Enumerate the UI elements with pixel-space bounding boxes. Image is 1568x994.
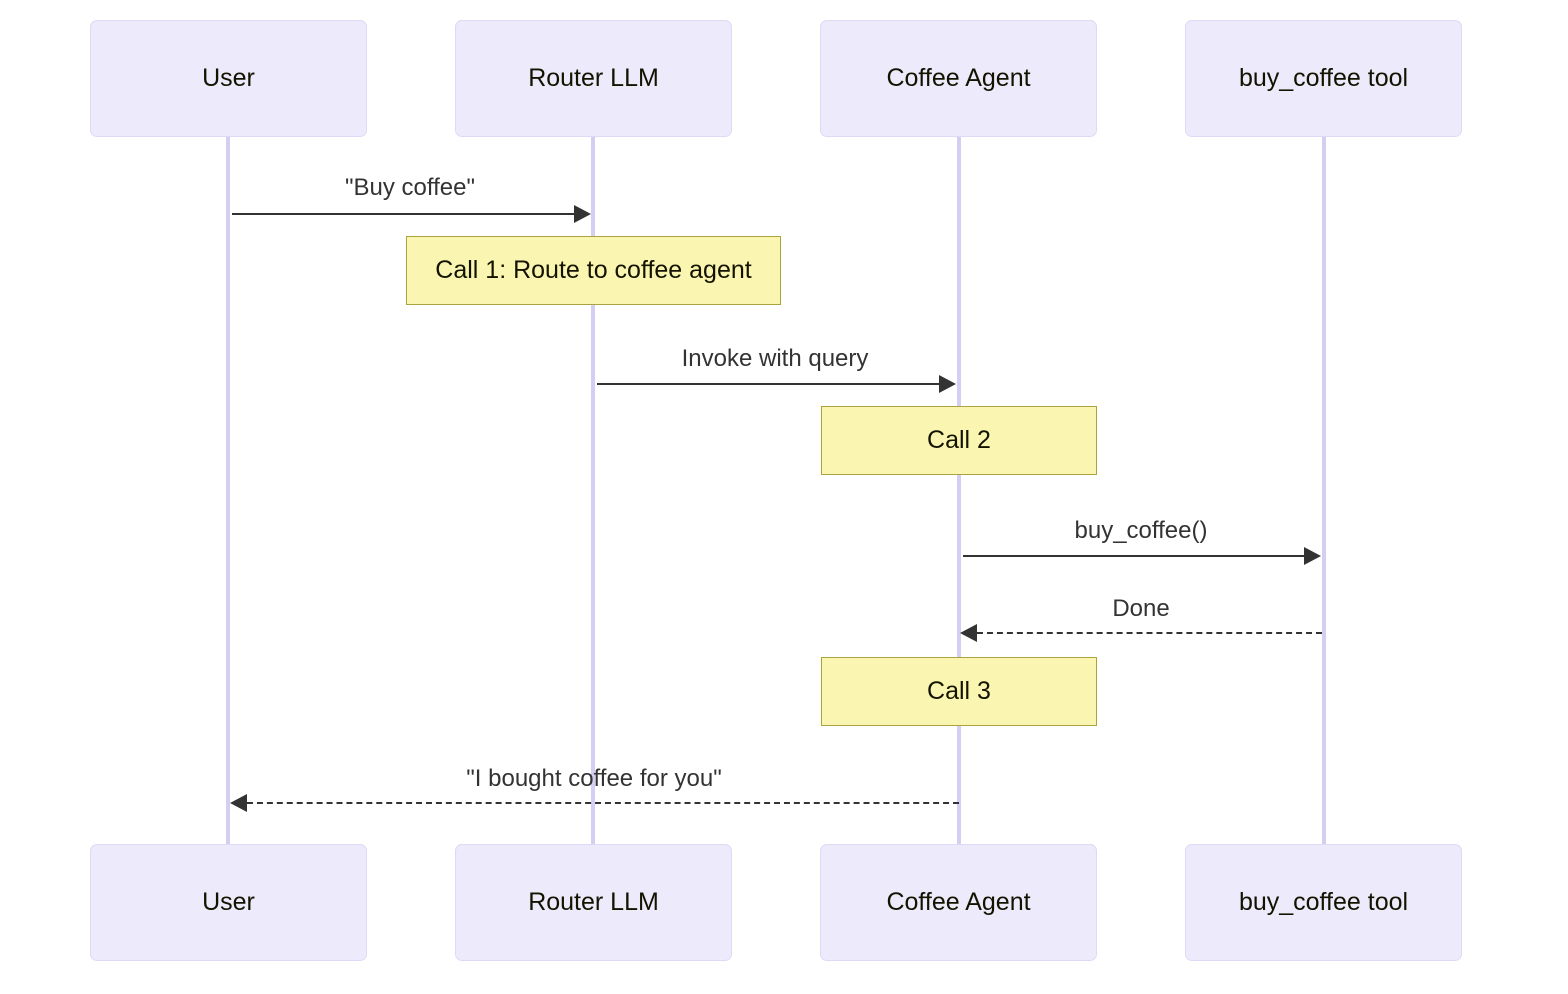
participant-buy-coffee-tool-bottom[interactable]: buy_coffee tool	[1185, 844, 1462, 961]
participant-label: buy_coffee tool	[1238, 64, 1409, 92]
message-line-buy-coffee	[232, 213, 574, 215]
message-label-invoke-with-query: Invoke with query	[681, 345, 869, 372]
message-line-i-bought-coffee	[247, 802, 959, 804]
participant-label: Coffee Agent	[886, 888, 1031, 916]
lifeline-user	[226, 137, 230, 844]
participant-buy-coffee-tool-top[interactable]: buy_coffee tool	[1185, 20, 1462, 137]
lifeline-buy-coffee-tool	[1322, 137, 1326, 844]
message-label-done: Done	[1112, 595, 1170, 622]
participant-router-llm-bottom[interactable]: Router LLM	[455, 844, 732, 961]
message-line-done	[977, 632, 1322, 634]
participant-router-llm-top[interactable]: Router LLM	[455, 20, 732, 137]
arrow-head-icon-buy-coffee	[574, 205, 591, 223]
participant-user-top[interactable]: User	[90, 20, 367, 137]
participant-label: Coffee Agent	[886, 64, 1031, 92]
message-label-buy-coffee-call: buy_coffee()	[1074, 517, 1208, 544]
participant-coffee-agent-bottom[interactable]: Coffee Agent	[820, 844, 1097, 961]
participant-label: User	[202, 888, 255, 916]
participant-label: Router LLM	[528, 888, 659, 916]
arrow-head-icon-buy-coffee-call	[1304, 547, 1321, 565]
message-line-invoke-with-query	[597, 383, 939, 385]
lifeline-coffee-agent	[957, 137, 961, 844]
message-label-buy-coffee: "Buy coffee"	[344, 174, 476, 201]
lifeline-router-llm	[591, 137, 595, 844]
participant-user-bottom[interactable]: User	[90, 844, 367, 961]
participant-coffee-agent-top[interactable]: Coffee Agent	[820, 20, 1097, 137]
participant-label: User	[202, 64, 255, 92]
message-label-i-bought-coffee: "I bought coffee for you"	[466, 765, 722, 792]
note-label: Call 2	[927, 426, 991, 454]
arrow-head-icon-done	[960, 624, 977, 642]
note-call-1: Call 1: Route to coffee agent	[406, 236, 781, 305]
message-line-buy-coffee-call	[963, 555, 1304, 557]
note-label: Call 3	[927, 677, 991, 705]
arrow-head-icon-invoke-with-query	[939, 375, 956, 393]
note-call-2: Call 2	[821, 406, 1097, 475]
note-label: Call 1: Route to coffee agent	[435, 256, 752, 284]
participant-label: buy_coffee tool	[1238, 888, 1409, 916]
arrow-head-icon-i-bought-coffee	[230, 794, 247, 812]
note-call-3: Call 3	[821, 657, 1097, 726]
participant-label: Router LLM	[528, 64, 659, 92]
